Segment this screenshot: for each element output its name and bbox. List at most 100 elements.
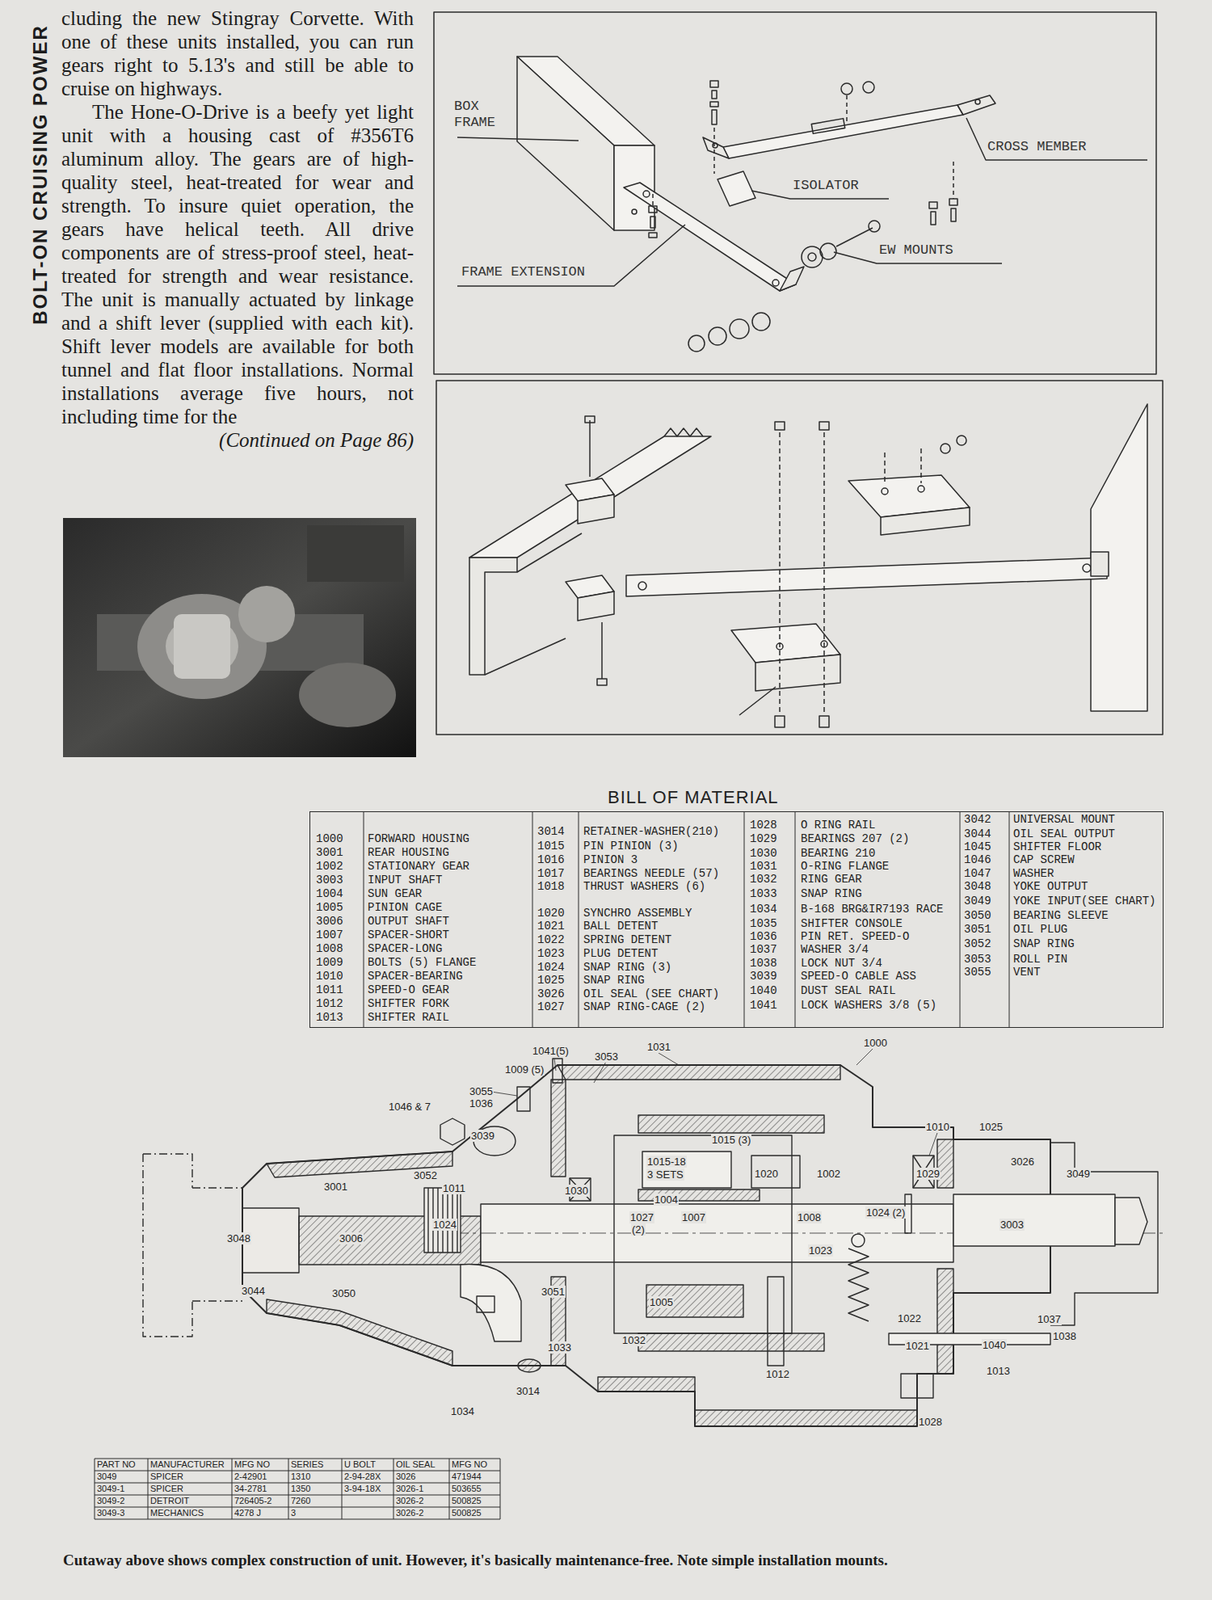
table-cell: 3-94-18X [344,1483,381,1494]
frame-mount-drawing-part [650,216,656,228]
callout-number: 1040 [981,1338,1007,1351]
frame-mount-drawing-part [801,246,823,268]
table-cell: 1031 [749,859,778,873]
table-cell: INPUT SHAFT [367,873,442,887]
table-cell: U BOLT [344,1459,376,1470]
table-cell: 1033 [749,887,778,901]
table-cell: 1310 [290,1471,311,1482]
table-cell: 503655 [451,1483,482,1494]
crossmember-install-drawing-part [739,686,776,716]
table-cell: 3055 [963,965,992,979]
frame-mount-drawing-part [779,266,804,291]
callout-number: 3051 [540,1285,566,1298]
frame-mount-drawing-part [930,211,936,225]
crossmember-install-drawing-part [601,622,603,679]
overdrive-cutaway-part [638,1333,825,1351]
table-cell: SUN GEAR [367,887,422,901]
frame-mount-drawing-part [836,227,873,247]
frame-mount-drawing-part [457,137,579,141]
table-cell: 726405-2 [234,1495,273,1507]
bom-table-rules-part [795,811,796,1028]
frame-mount-drawing-part [752,312,771,331]
table-cell: 3044 [963,827,992,841]
frame-mount-drawing-part [643,190,650,198]
table-cell: PINION 3 [583,853,638,867]
crossmember-install-drawing-part [819,715,830,728]
overdrive-cutaway-part [646,1284,744,1318]
spec-table-rules-part [94,1494,501,1496]
overdrive-cutaway-part [460,1264,522,1342]
photo [63,517,417,758]
table-cell: 3003 [315,873,344,887]
table-cell: 1046 [963,853,992,867]
article-text: cluding the new Stingray Corvette. With … [61,6,414,101]
table-cell: 471944 [451,1471,482,1482]
callout-number: 3014 [515,1384,541,1398]
table-cell: 3039 [749,969,778,983]
table-cell: PLUG DETENT [583,946,658,960]
crossmember-install-drawing-part [638,581,647,590]
table-cell: SPACER-SHORT [367,928,450,942]
frame-mount-drawing-part [711,109,717,125]
overdrive-cutaway-part [597,1376,695,1392]
table-cell: 3052 [963,937,992,951]
part-label: EW MOUNTS [879,242,954,259]
table-cell: BEARINGS 207 (2) [800,832,909,846]
table-cell: 1027 [537,1000,565,1014]
table-cell: DUST SEAL RAIL [800,984,897,998]
callout-number: 1011 [441,1182,467,1195]
table-cell: MECHANICS [150,1507,204,1519]
table-cell: 7260 [290,1495,311,1507]
callout-number: 1004 [653,1193,679,1206]
table-cell: 1023 [537,946,565,960]
table-cell: 3050 [963,909,992,922]
table-cell: CAP SCREW [1013,853,1075,867]
callout-number: 3050 [331,1287,357,1300]
crossmember-install-drawing-part [469,557,518,675]
bom-table-rules-part [959,811,961,1028]
table-cell: 1008 [315,942,344,956]
table-cell: LOCK WASHERS 3/8 (5) [800,998,937,1012]
table-cell: SERIES [290,1459,324,1470]
bom-table-rules-part [1009,811,1010,1028]
callout-number: 1041(5) [531,1044,570,1057]
frame-mount-drawing-part-part [952,161,955,199]
overdrive-cutaway-part [552,1058,563,1083]
callout-number: 1025 [978,1120,1004,1133]
callout-number: 1007 [681,1211,707,1224]
frame-mount-drawing-part [841,83,853,95]
overdrive-cutaway-part [1115,1197,1148,1245]
frame-mount-drawing-part [457,224,686,287]
crossmember-install-drawing-part-part [883,452,886,485]
overdrive-cutaway-part [751,1155,800,1188]
bom-table-rules-part [363,811,365,1028]
overdrive-cutaway-part [480,1203,954,1263]
table-cell: 1030 [749,846,778,860]
table-cell: SPEED-O GEAR [367,983,450,997]
table-cell: MFG NO [451,1459,488,1470]
frame-mount-drawing-part [717,171,756,207]
frame-mount-drawing-part [702,137,729,159]
callout-number: 1022 [896,1312,922,1325]
table-cell: REAR HOUSING [367,845,450,859]
overdrive-cutaway-part [143,1153,243,1337]
table-cell: 3048 [963,879,992,893]
table-cell: SPICER [150,1483,184,1494]
table-cell: 3 [290,1507,296,1519]
callout-number: 1037 [1036,1313,1062,1326]
frame-mount-drawing-part [820,243,837,260]
table-cell: UNIVERSAL MOUNT [1013,812,1116,826]
overdrive-cutaway-part [900,1373,934,1398]
overdrive-cutaway-part [937,1139,954,1188]
crossmember-install-drawing-part [881,488,888,495]
overdrive-cutaway-part [440,1118,465,1145]
callout-number: 1012 [765,1367,791,1381]
table-cell: 1045 [963,840,992,854]
table-cell: 1009 [315,955,344,969]
table-cell: 3049-1 [96,1483,125,1494]
bom-table-rules-part [532,811,534,1028]
crossmember-install-drawing-part [779,432,922,716]
overdrive-cutaway-part [642,1151,732,1188]
callout-number: 1002 [816,1167,842,1180]
table-cell: 3051 [963,922,992,936]
